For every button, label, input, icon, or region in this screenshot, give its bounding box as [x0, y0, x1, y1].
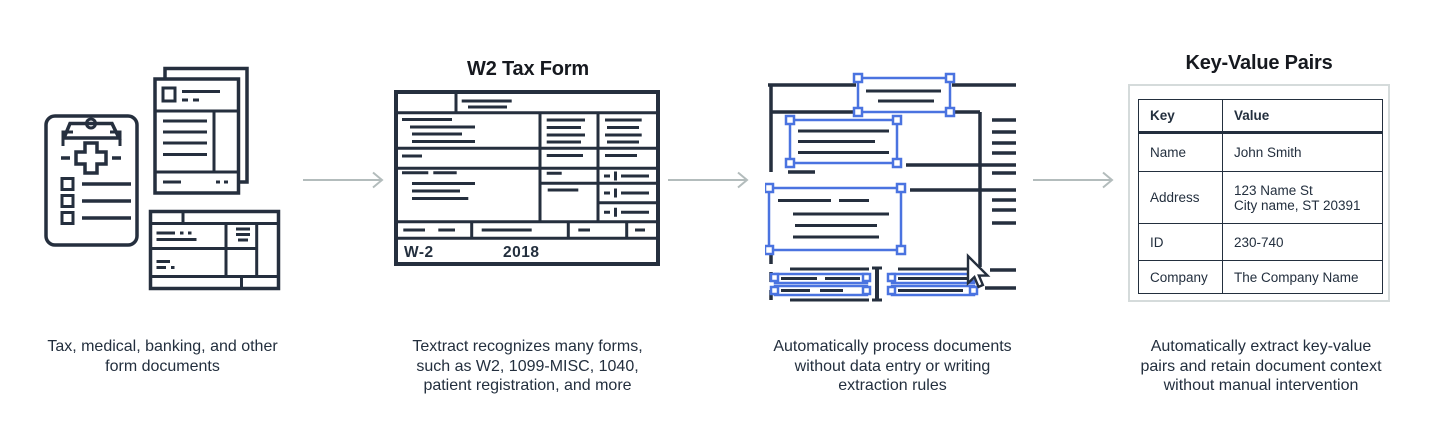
kv-key: Name — [1138, 132, 1223, 172]
kv-header-key: Key — [1138, 99, 1223, 134]
w2-form-year: 2018 — [503, 244, 539, 261]
w2-form-code: W-2 — [404, 244, 434, 261]
step4-caption: Automatically extract key-value pairs an… — [1140, 338, 1382, 394]
table-row: ID 230-740 — [1138, 223, 1383, 261]
table-row: Address 123 Name St City name, ST 20391 — [1138, 171, 1383, 224]
form-text-lines — [778, 89, 973, 302]
kv-value: 230-740 — [1222, 223, 1383, 261]
banking-form-icon — [148, 209, 281, 291]
table-row: Company The Company Name — [1138, 260, 1383, 294]
step1-caption: Tax, medical, banking, and other form do… — [47, 338, 278, 375]
selection-box — [784, 114, 903, 169]
annotated-form-illustration — [765, 72, 1016, 303]
arrow-icon — [1033, 171, 1114, 189]
key-value-panel: Key Value Name John Smith Address 123 Na… — [1128, 84, 1390, 302]
w2-form-content-lines — [402, 99, 649, 232]
medical-clipboard-icon — [44, 114, 139, 247]
form-documents-illustration — [44, 66, 281, 291]
kv-value: The Company Name — [1222, 260, 1383, 294]
table-row: Name John Smith — [1138, 132, 1383, 172]
step4-title: Key-Value Pairs — [1185, 52, 1333, 74]
w2-form-illustration: W-2 2018 — [394, 90, 660, 266]
w2-form-grid — [394, 90, 660, 266]
kv-header-value: Value — [1222, 99, 1383, 134]
arrow-icon — [668, 171, 749, 189]
kv-key: Company — [1138, 260, 1223, 294]
step2-caption: Textract recognizes many forms, such as … — [412, 338, 643, 394]
selection-box — [765, 182, 907, 256]
selection-box — [852, 72, 956, 118]
mouse-cursor-icon — [966, 253, 991, 289]
kv-key: ID — [1138, 223, 1223, 261]
document-icon — [153, 66, 249, 195]
arrow-icon — [303, 171, 384, 189]
key-value-table: Key Value Name John Smith Address 123 Na… — [1138, 99, 1383, 294]
kv-key: Address — [1138, 171, 1223, 224]
kv-value: John Smith — [1222, 132, 1383, 172]
step2-title: W2 Tax Form — [467, 58, 589, 80]
text-cursor-icon — [872, 266, 882, 302]
form-structure-lines — [768, 83, 1016, 303]
step3-caption: Automatically process documents without … — [773, 338, 1012, 394]
kv-value: 123 Name St City name, ST 20391 — [1222, 171, 1383, 224]
